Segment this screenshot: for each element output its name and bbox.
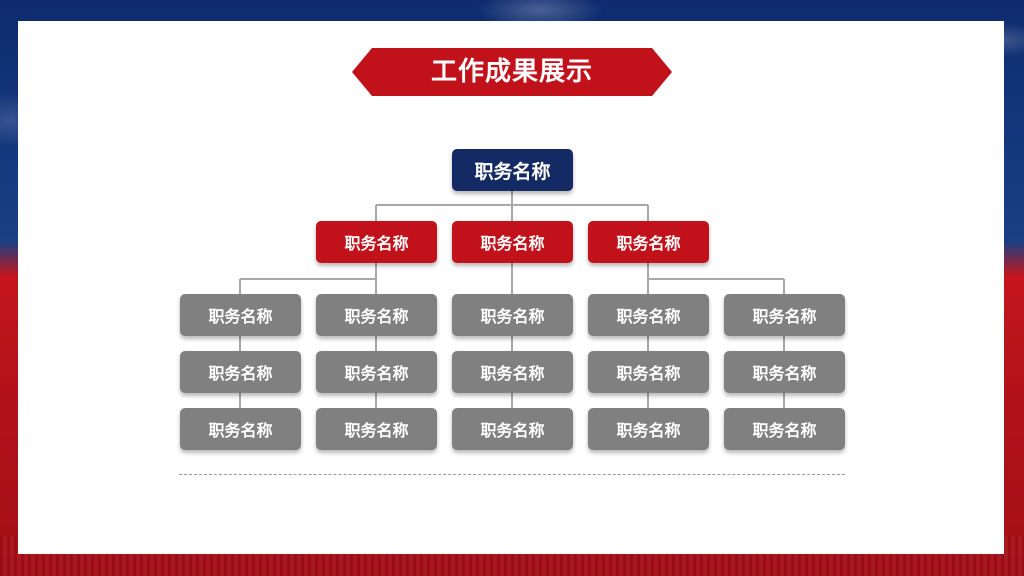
title-banner (352, 48, 672, 96)
org-node-level2: 职务名称 (452, 221, 573, 263)
org-node-leaf: 职务名称 (180, 351, 301, 393)
org-node-leaf: 职务名称 (588, 408, 709, 450)
dashed-divider (179, 474, 845, 475)
org-node-level2: 职务名称 (588, 221, 709, 263)
org-node-leaf: 职务名称 (180, 294, 301, 336)
org-node-leaf: 职务名称 (588, 294, 709, 336)
org-node-leaf: 职务名称 (316, 408, 437, 450)
org-node-root: 职务名称 (452, 149, 573, 191)
page-title: 工作成果展示 (430, 57, 593, 87)
org-node-leaf: 职务名称 (588, 351, 709, 393)
org-node-leaf: 职务名称 (316, 351, 437, 393)
org-node-leaf: 职务名称 (724, 408, 845, 450)
org-node-level2: 职务名称 (316, 221, 437, 263)
org-node-leaf: 职务名称 (452, 351, 573, 393)
org-node-leaf: 职务名称 (180, 408, 301, 450)
org-node-leaf: 职务名称 (452, 408, 573, 450)
org-node-leaf: 职务名称 (724, 351, 845, 393)
org-node-leaf: 职务名称 (724, 294, 845, 336)
org-node-leaf: 职务名称 (316, 294, 437, 336)
org-node-leaf: 职务名称 (452, 294, 573, 336)
